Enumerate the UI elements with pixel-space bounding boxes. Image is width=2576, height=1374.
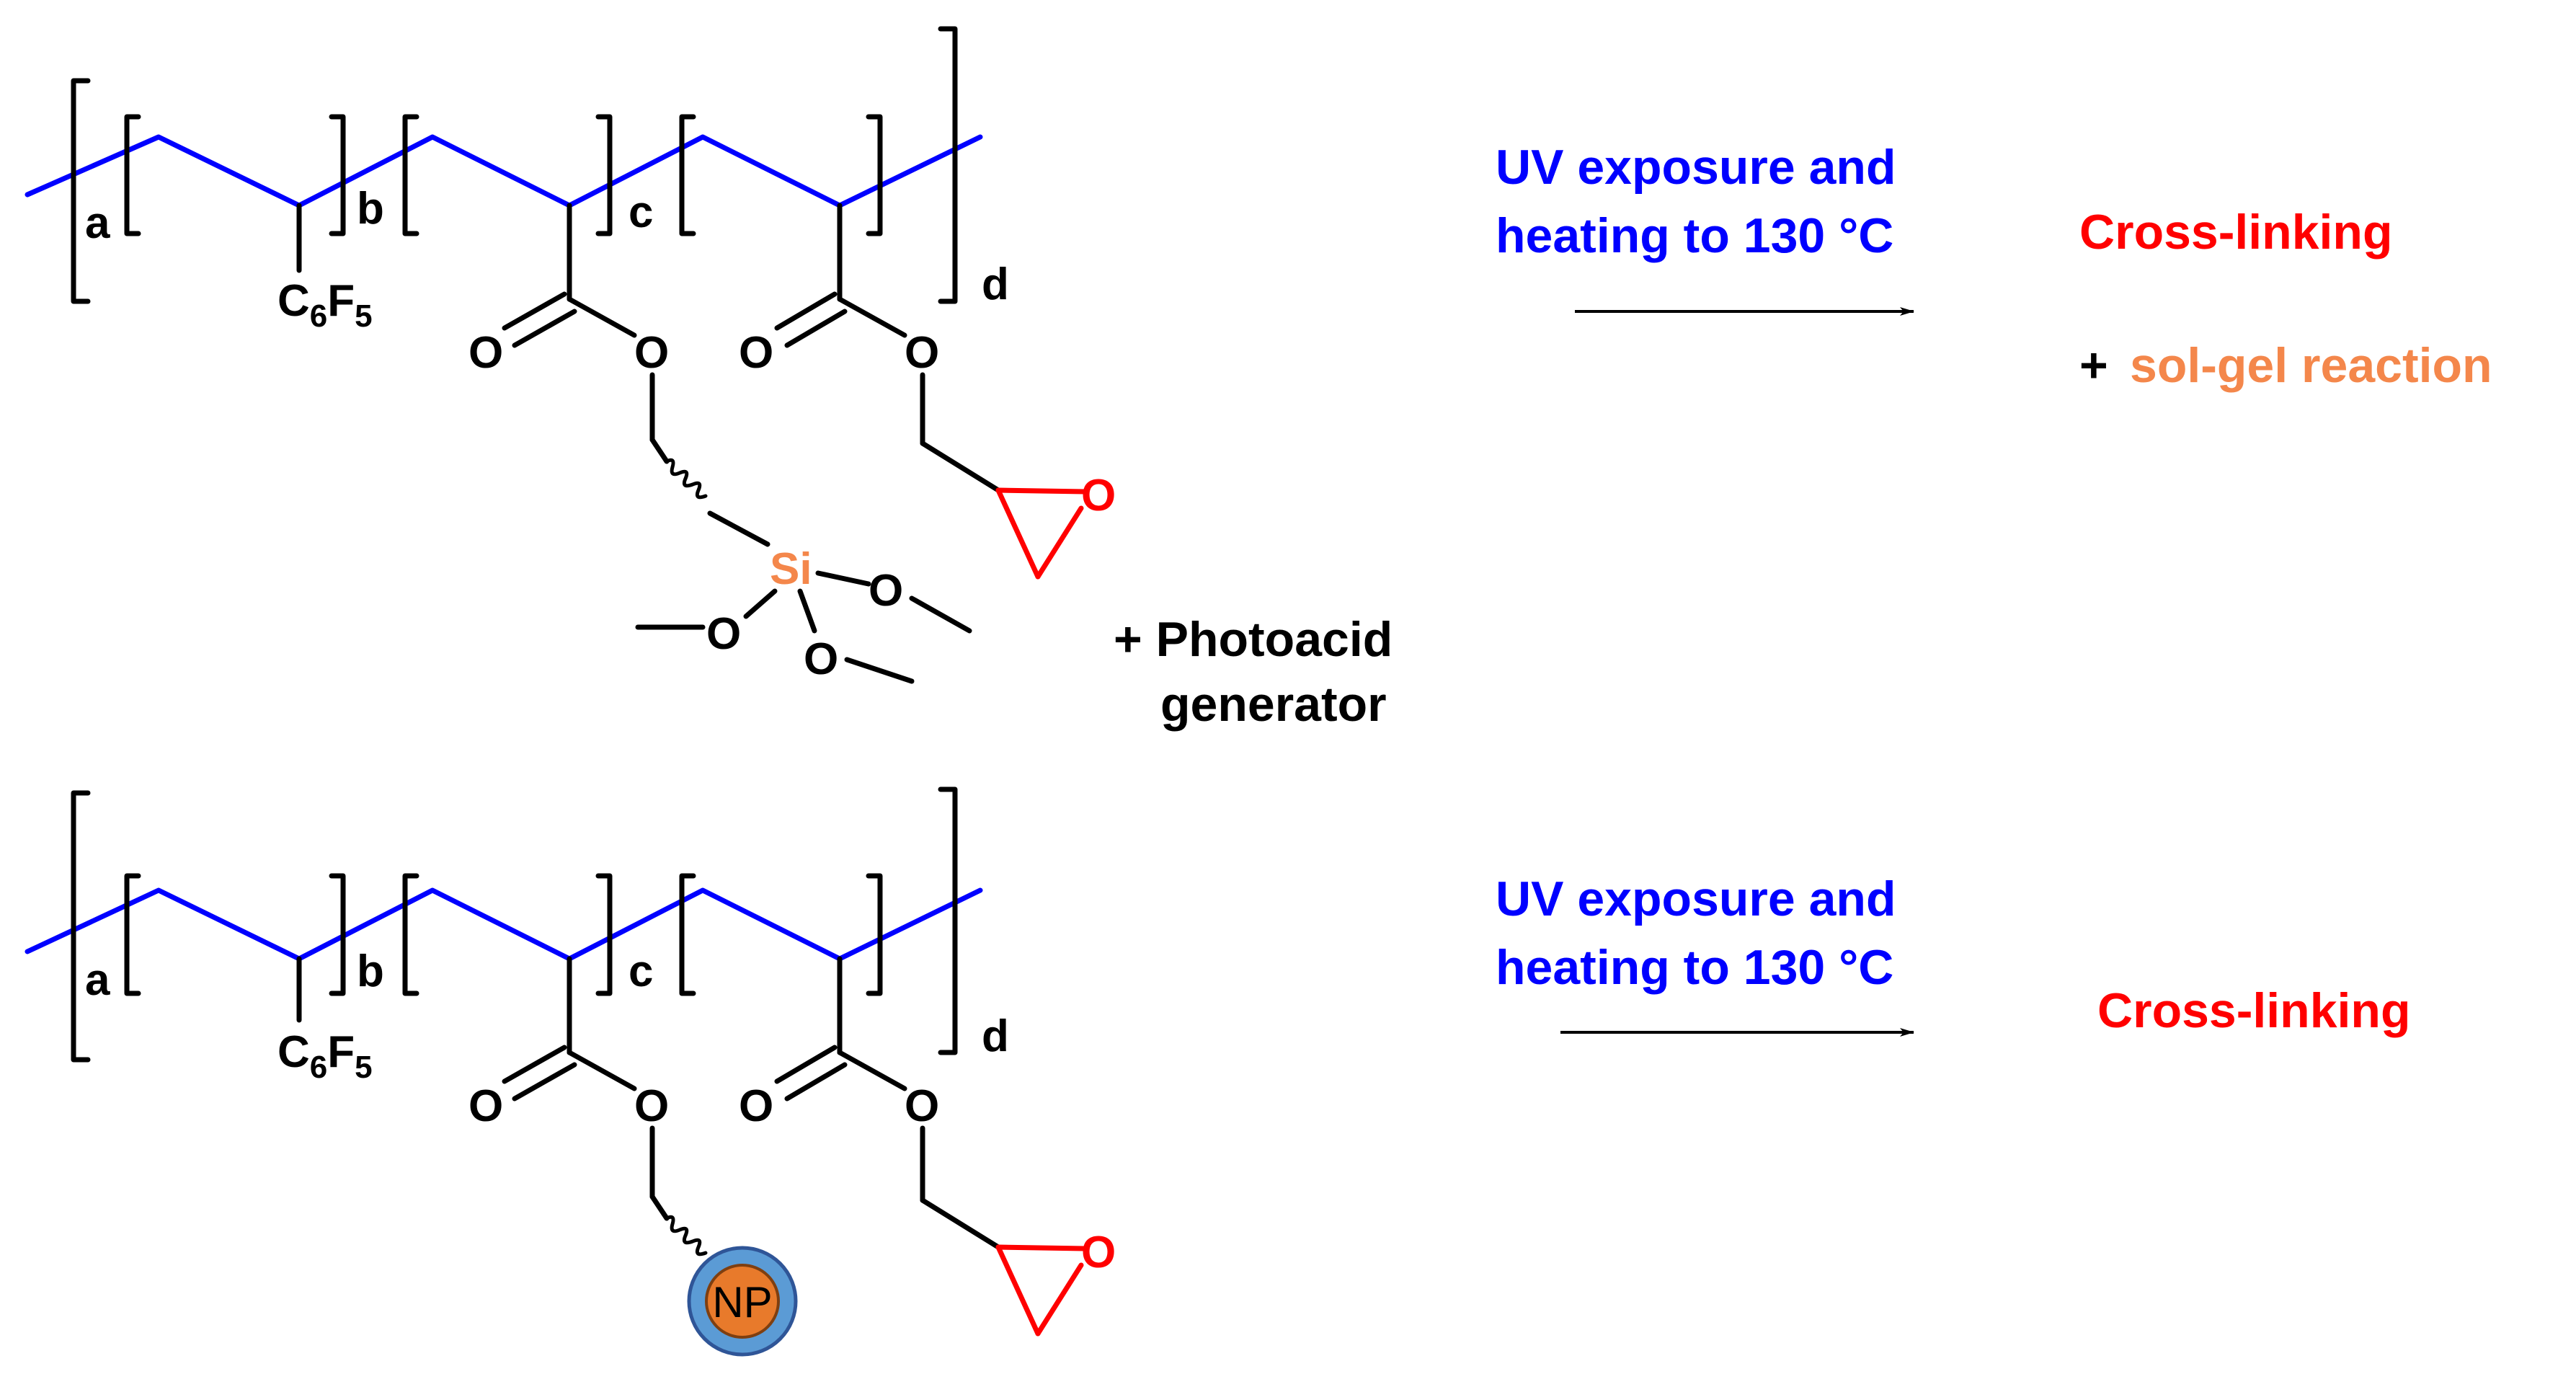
bottom-ester1-cc (649, 1194, 670, 1221)
top-pfp-c: C (277, 276, 310, 326)
top-subscript-c: c (629, 187, 653, 237)
top-si-o2 (743, 588, 778, 619)
bottom-ester1-carbonyl-o: O (468, 1081, 503, 1131)
top-bracket-d-right (866, 114, 883, 236)
bottom-ester2-cc (920, 1197, 1001, 1250)
bottom-ester1-co (567, 1050, 637, 1091)
top-bracket-b-left (402, 114, 419, 236)
top-ester2-ether-o: O (905, 328, 939, 378)
top-bracket-a-left (124, 114, 141, 236)
top-secondary-product: sol-gel reaction (2130, 338, 2492, 393)
nanoparticle-label: NP (712, 1278, 772, 1326)
bottom-ester2-carbonyl-a (774, 1045, 838, 1084)
bottom-epoxide-c1-c2 (995, 1244, 1041, 1337)
bottom-pfp-f-sub: 5 (355, 1050, 372, 1085)
top-pfp-label: C6F5 (277, 276, 373, 334)
top-epoxide-c1-o (995, 487, 1088, 495)
bottom-ester2-carbonyl-b (784, 1062, 848, 1102)
bottom-pfp-label: C6F5 (277, 1027, 373, 1085)
top-bracket-c-left (679, 114, 696, 236)
bottom-ester2-carbonyl-o: O (739, 1081, 773, 1131)
top-product: Cross-linking (2079, 205, 2393, 260)
top-pfp-f: F (327, 276, 355, 326)
top-epoxide-c2-o (1035, 505, 1084, 580)
top-linker-si (707, 510, 770, 547)
bottom-pfp-c: C (277, 1027, 310, 1077)
bottom-subscript-c: c (629, 947, 653, 996)
additive-line2: generator (1160, 677, 1387, 732)
top-epoxide-c1-c2 (995, 487, 1041, 580)
bottom-bracket-c-right (595, 873, 613, 996)
top-methoxy-o2: O (706, 609, 741, 659)
top-subscript-d: d (982, 260, 1009, 309)
top-o1-me (909, 595, 972, 634)
bottom-bracket-a-left (124, 873, 141, 996)
top-ester1-cc (649, 437, 670, 464)
bottom-subscript-a: a (85, 955, 110, 1005)
bottom-ester2-co (837, 1050, 907, 1091)
bottom-ester1-carbonyl-a (502, 1045, 567, 1084)
top-ester2-cc (920, 440, 1001, 493)
bottom-bracket-c-left (679, 873, 696, 996)
top-ester1-carbonyl-a (502, 291, 567, 331)
bottom-ester2-ether-o: O (905, 1081, 939, 1131)
top-ester1-co (567, 296, 637, 338)
top-ester1-wavy-bond (665, 458, 708, 500)
top-subscript-a: a (85, 198, 110, 248)
bottom-polymer (25, 786, 1088, 1337)
top-si-o3 (797, 588, 817, 634)
bottom-outer-bracket-right (938, 786, 958, 1055)
bottom-ester1-carbonyl-b (512, 1062, 577, 1102)
top-polymer (25, 26, 1088, 684)
bottom-outer-bracket-left (71, 790, 91, 1063)
bottom-pfp-f: F (327, 1027, 355, 1077)
bottom-epoxide-o: O (1081, 1228, 1116, 1277)
top-outer-bracket-left (71, 78, 91, 304)
bottom-bracket-d-right (866, 873, 883, 996)
top-ester2-carbonyl-b (784, 309, 848, 348)
nanoparticle: NP (687, 1246, 798, 1357)
top-si-o1 (815, 570, 871, 587)
top-bracket-b-right (329, 114, 346, 236)
nanoparticle-core (705, 1264, 780, 1339)
top-pfp-f-sub: 5 (355, 298, 372, 334)
top-methoxy-o1: O (869, 566, 903, 616)
bottom-subscript-b: b (357, 947, 384, 996)
top-o3-me (844, 657, 915, 684)
top-methoxy-o3: O (804, 634, 838, 684)
top-outer-bracket-right (938, 26, 958, 304)
top-epoxide-o: O (1081, 471, 1116, 520)
bottom-ester1-ether-o: O (634, 1081, 669, 1131)
top-ester2-co (837, 296, 907, 338)
bottom-epoxide-c1-o (995, 1244, 1088, 1251)
bottom-epoxide-c2-o (1035, 1262, 1084, 1337)
bottom-bracket-b-left (402, 873, 419, 996)
top-plus: + (2079, 338, 2108, 393)
top-ester1-ether-o: O (634, 328, 669, 378)
top-ester2-carbonyl-o: O (739, 328, 773, 378)
bottom-ester1-wavy-bond (665, 1215, 708, 1256)
top-backbone (25, 134, 983, 208)
top-subscript-b: b (357, 184, 384, 234)
bottom-condition-line1: UV exposure and (1496, 872, 1896, 926)
bottom-product: Cross-linking (2097, 983, 2411, 1038)
top-ester1-carbonyl-o: O (468, 328, 503, 378)
additive-line1: + Photoacid (1114, 612, 1393, 667)
top-ester2-carbonyl-a (774, 291, 838, 331)
bottom-subscript-d: d (982, 1011, 1009, 1061)
bottom-backbone (25, 887, 983, 962)
bottom-condition-line2: heating to 130 °C (1496, 940, 1893, 995)
top-ester1-carbonyl-b (512, 309, 577, 348)
top-pfp-c-sub: 6 (310, 298, 327, 334)
bottom-bracket-b-right (329, 873, 346, 996)
bottom-pfp-c-sub: 6 (310, 1050, 327, 1085)
top-condition-line1: UV exposure and (1496, 140, 1896, 195)
top-bracket-c-right (595, 114, 613, 236)
top-silicon-atom: Si (770, 544, 812, 594)
top-condition-line2: heating to 130 °C (1496, 208, 1893, 263)
